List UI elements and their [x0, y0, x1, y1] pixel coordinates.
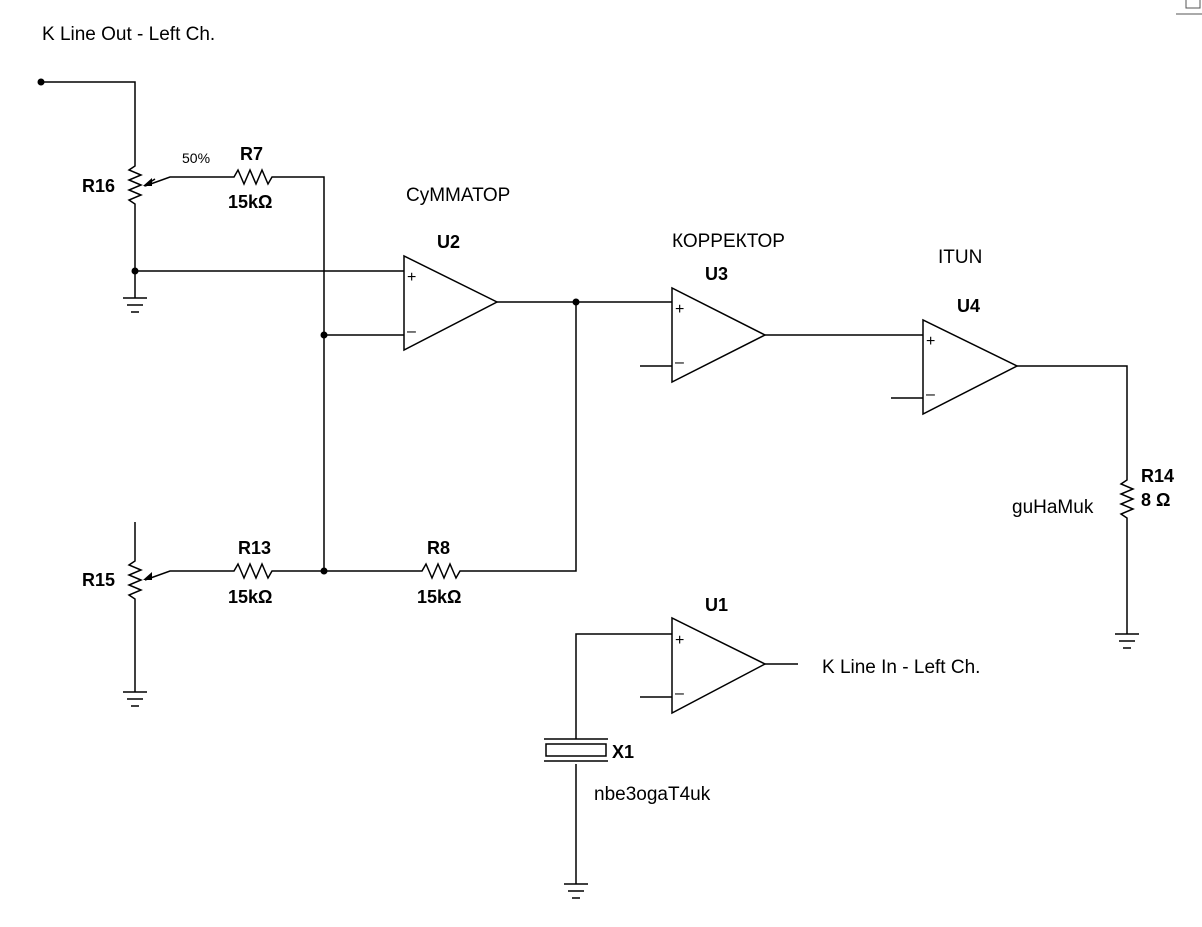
ground-icon: [123, 297, 147, 313]
wiper-arrow-icon: [143, 178, 152, 186]
junction-dot: [572, 298, 580, 306]
wiper-arrow-icon: [143, 572, 152, 580]
wire-r16-wiper: [144, 176, 230, 187]
potentiometer-r16: [127, 160, 156, 212]
r14-value: 8 Ω: [1141, 490, 1170, 510]
summator-label: СуММАТОР: [406, 185, 510, 206]
wire-line-out-input: [41, 81, 136, 160]
u2-minus-sign: –: [407, 323, 416, 340]
r15-ref: R15: [82, 570, 115, 590]
wire-r7-bus: [278, 176, 325, 571]
junction-dot: [320, 567, 328, 575]
r13-ref: R13: [238, 538, 271, 558]
r7-value: 15kΩ: [228, 192, 272, 212]
opamp-u2: [403, 254, 499, 352]
wire-u1-plus: [575, 633, 672, 739]
ground-icon: [564, 883, 588, 899]
page-icon: [1176, 0, 1202, 15]
u3-plus-sign: +: [675, 301, 684, 318]
u4-plus-sign: +: [926, 333, 935, 350]
wires: [41, 81, 1128, 884]
junction-dot: [131, 267, 139, 275]
u2-ref: U2: [437, 232, 460, 252]
u1-minus-sign: –: [675, 685, 684, 702]
u1-ref: U1: [705, 595, 728, 615]
wire-u4-out: [1017, 365, 1128, 474]
junction-dot: [320, 331, 328, 339]
r7-ref: R7: [240, 144, 263, 164]
u3-minus-sign: –: [675, 354, 684, 371]
wire-r15-wiper: [144, 570, 230, 581]
r14-ref: R14: [1141, 466, 1174, 486]
r8-value: 15kΩ: [417, 587, 461, 607]
x1-ref: X1: [612, 742, 634, 762]
opamp-u3: [671, 286, 767, 384]
resistor-r14: [1119, 474, 1135, 524]
resistor-r13: [230, 562, 278, 580]
wiper-percent-label: 50%: [182, 150, 210, 166]
resistor-r7: [230, 168, 278, 186]
r8-ref: R8: [427, 538, 450, 558]
u4-minus-sign: –: [926, 386, 935, 403]
line-out-label: K Line Out - Left Ch.: [42, 24, 215, 45]
crystal-caption: nbe3ogaT4uk: [594, 784, 711, 805]
r16-ref: R16: [82, 176, 115, 196]
amp-label: ITUN: [938, 247, 982, 268]
resistor-r8: [418, 562, 464, 580]
terminal-dot: [37, 78, 45, 86]
ground-icon: [1115, 633, 1139, 649]
r13-value: 15kΩ: [228, 587, 272, 607]
u4-ref: U4: [957, 296, 980, 316]
u2-plus-sign: +: [407, 269, 416, 286]
line-in-label: K Line In - Left Ch.: [822, 657, 980, 678]
wire-feedback: [464, 302, 577, 572]
opamp-u1: [671, 616, 767, 715]
ground-icon: [123, 691, 147, 707]
corrector-label: КОРРЕКТОР: [672, 231, 785, 252]
crystal-x1: [544, 738, 608, 762]
potentiometer-r15: [127, 555, 152, 607]
u1-plus-sign: +: [675, 632, 684, 649]
speaker-label: guHaMuk: [1012, 497, 1094, 518]
opamp-u4: [922, 318, 1019, 416]
junctions: [37, 78, 580, 575]
u3-ref: U3: [705, 264, 728, 284]
